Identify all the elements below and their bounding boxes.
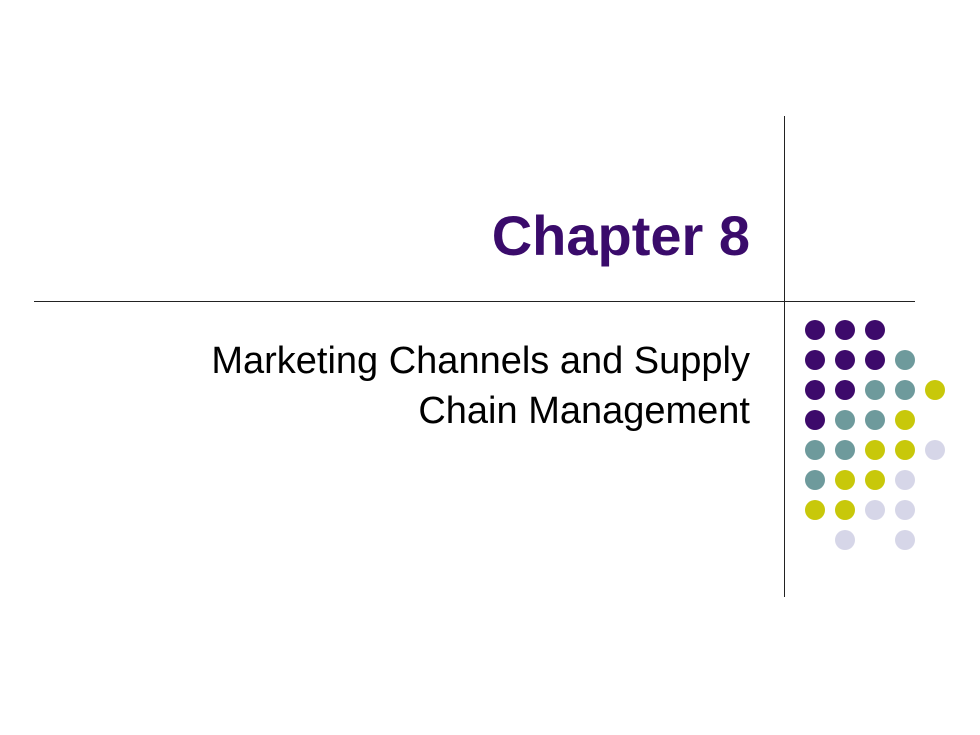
dot-yellow — [835, 470, 855, 490]
dot-purple — [835, 350, 855, 370]
dot-lavender — [895, 530, 915, 550]
dot-yellow — [895, 410, 915, 430]
dot-lavender — [835, 530, 855, 550]
dot-purple — [805, 320, 825, 340]
slide-subtitle: Marketing Channels and Supply Chain Mana… — [110, 336, 750, 436]
dot-yellow — [805, 500, 825, 520]
dot-teal — [865, 380, 885, 400]
dot-teal — [805, 470, 825, 490]
dot-teal — [865, 410, 885, 430]
vertical-divider — [784, 116, 785, 597]
dot-purple — [805, 410, 825, 430]
dot-purple — [835, 380, 855, 400]
dot-purple — [805, 380, 825, 400]
dot-purple — [865, 320, 885, 340]
dot-lavender — [895, 500, 915, 520]
dot-lavender — [895, 470, 915, 490]
dot-lavender — [925, 440, 945, 460]
dot-teal — [835, 410, 855, 430]
subtitle-line-1: Marketing Channels and Supply — [211, 340, 750, 382]
dot-yellow — [925, 380, 945, 400]
dot-yellow — [895, 440, 915, 460]
dot-yellow — [865, 470, 885, 490]
dot-teal — [895, 380, 915, 400]
dot-purple — [805, 350, 825, 370]
dot-lavender — [865, 500, 885, 520]
dot-teal — [835, 440, 855, 460]
dot-teal — [805, 440, 825, 460]
dot-yellow — [835, 500, 855, 520]
dot-yellow — [865, 440, 885, 460]
dot-purple — [835, 320, 855, 340]
slide-title: Chapter 8 — [491, 204, 750, 267]
subtitle-line-2: Chain Management — [418, 390, 750, 432]
horizontal-divider — [34, 301, 915, 302]
dot-teal — [895, 350, 915, 370]
dot-purple — [865, 350, 885, 370]
